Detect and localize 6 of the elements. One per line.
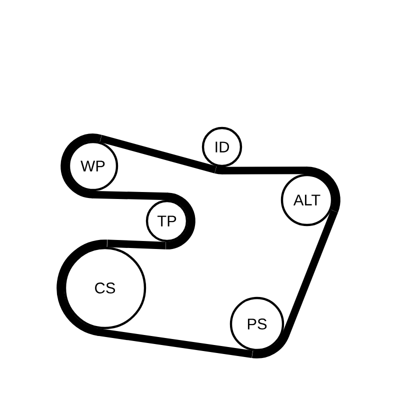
belt [100, 134, 216, 174]
belt [222, 166, 308, 174]
belt [97, 328, 253, 358]
belt [92, 190, 168, 200]
belt [282, 210, 338, 337]
belt [107, 240, 166, 250]
